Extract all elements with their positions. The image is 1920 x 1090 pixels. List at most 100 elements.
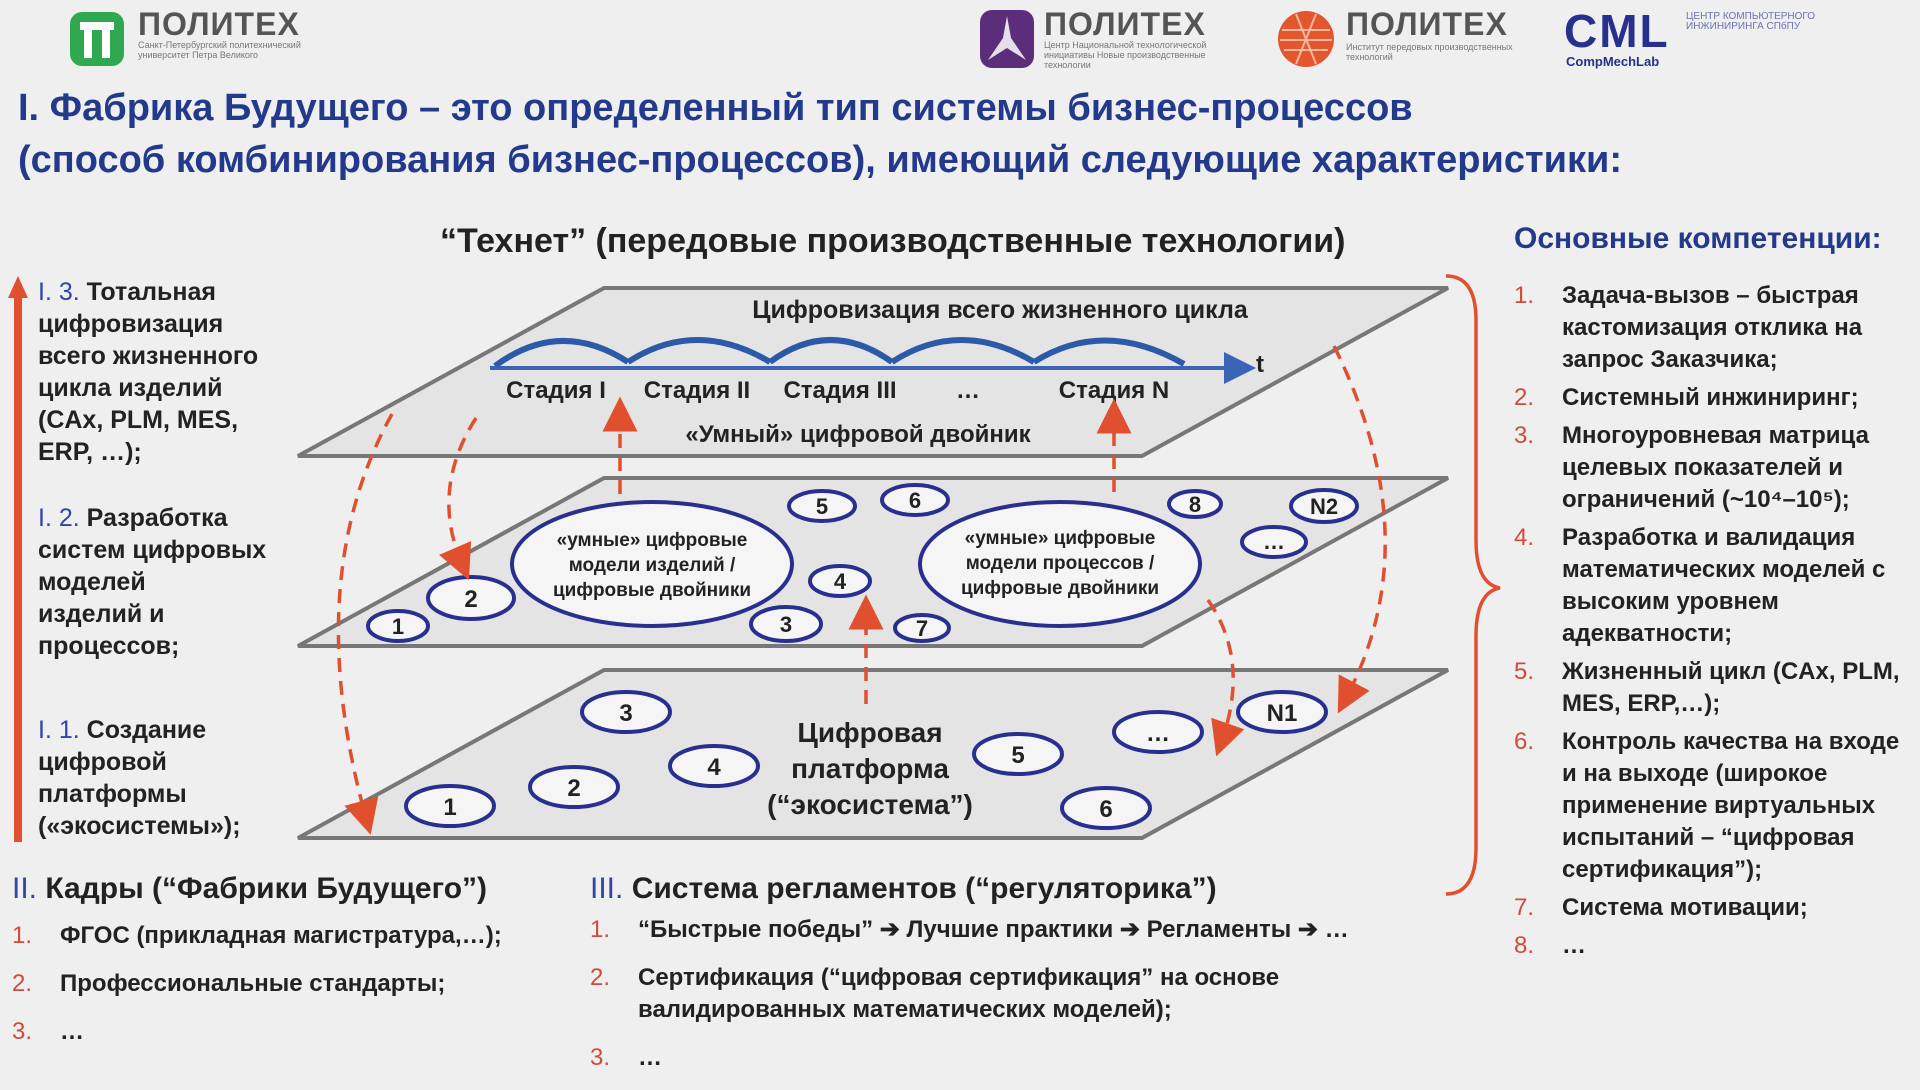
list-item: 3. … [12, 1016, 592, 1048]
level-i2-text: I. 2. Разработка систем цифровых моделей… [38, 502, 266, 662]
item-text: … [638, 1044, 662, 1071]
big-oval-products: «умные» цифровые модели изделий / цифров… [510, 500, 794, 628]
level-line: процессов; [38, 632, 180, 660]
stage-arc [890, 337, 1036, 365]
middle-node: 7 [893, 613, 951, 643]
item-text: Многоуровневая матрица целевых показател… [1562, 422, 1869, 513]
node-label: 5 [816, 494, 828, 519]
lifecycle-arcs [493, 337, 1186, 369]
node-label: 4 [834, 569, 847, 594]
level-line: изделий и [38, 600, 165, 628]
stage-label: Стадия II [644, 377, 750, 404]
logo-subtitle: Центр Национальной технологической иници… [1044, 40, 1207, 70]
big-oval-line: «умные» цифровые [965, 528, 1156, 549]
node-label: 6 [909, 488, 921, 513]
polytech-logo-icon [70, 12, 124, 66]
item-text: … [60, 1018, 84, 1045]
item-text: ФГОС (прикладная магистратура,…); [60, 922, 502, 949]
logo-name: ПОЛИТЕХ [138, 6, 300, 42]
right-brace-icon [1445, 274, 1501, 896]
logo-cml: CML ЦЕНТР КОМПЬЮТЕРНОГО ИНЖИНИРИНГА СПбП… [1564, 4, 1864, 74]
platform-label: Цифровая [797, 717, 942, 748]
list-item: 3.… [590, 1042, 1470, 1074]
level-line: («экосистемы»); [38, 812, 241, 840]
platform-label: платформа [791, 753, 949, 784]
big-oval-line: цифровые двойники [961, 578, 1159, 599]
level-num: I. 3. [38, 278, 80, 306]
competency-item: 1.Задача-вызов – быстрая кастомизация от… [1514, 280, 1914, 376]
dashed-arrows [336, 345, 1387, 835]
node-label: N2 [1310, 494, 1338, 519]
level-line: цифровизация [38, 310, 224, 338]
node-label: … [1263, 529, 1285, 554]
technet-heading: “Технет” (передовые производственные тех… [440, 222, 1346, 260]
item-number: 2. [12, 970, 33, 997]
item-number: 2. [590, 964, 611, 991]
list-item: 2. Сертификация (“цифровая сертификация” … [590, 962, 1390, 1026]
item-number: 2. [1514, 384, 1535, 411]
competency-item: 6.Контроль качества на входе и на выходе… [1514, 726, 1914, 886]
node-label: 2 [464, 586, 477, 613]
arrow-top-to-bottom-right [1332, 345, 1387, 714]
logo-polytech-institute: ПОЛИТЕХ Институт передовых производствен… [1276, 6, 1536, 70]
item-text: “Быстрые победы” ➔ Лучшие практики ➔ Рег… [638, 916, 1349, 943]
section-number: III. [590, 872, 624, 905]
stage-arc [768, 337, 894, 365]
arrow-top-to-bottom-left [336, 413, 394, 835]
logo-polytech-nti: ПОЛИТЕХ Центр Национальной технологическ… [978, 6, 1238, 70]
item-number: 8. [1514, 932, 1535, 959]
level-line: (CAx, PLM, MES, [38, 406, 239, 434]
middle-node: 6 [880, 483, 950, 517]
cml-logo-name: CML [1564, 5, 1670, 57]
smart-twin-label: «Умный» цифровой двойник [685, 421, 1031, 448]
node-label: 7 [916, 616, 928, 641]
item-number: 3. [12, 1018, 33, 1045]
stage-label: … [956, 377, 980, 404]
node-label: … [1146, 720, 1170, 747]
competencies-list: 1.Задача-вызов – быстрая кастомизация от… [1514, 280, 1914, 968]
arrow-top-to-middle-left [438, 417, 478, 581]
institute-logo-icon [1278, 11, 1334, 67]
node-label: 3 [780, 612, 792, 637]
logo-polytech-spbpu: ПОЛИТЕХ Санкт-Петербургский политехничес… [68, 6, 308, 70]
middle-node: … [1240, 525, 1308, 559]
bottom-node: 6 [1060, 786, 1152, 830]
item-text: Сертификация (“цифровая сертификация” на… [638, 964, 1280, 1023]
node-label: 5 [1011, 742, 1024, 769]
bottom-node: … [1112, 710, 1204, 754]
list-item: 1.“Быстрые победы” ➔ Лучшие практики ➔ Р… [590, 914, 1470, 946]
stage-label: Стадия N [1059, 377, 1169, 404]
lifecycle-title: Цифровизация всего жизненного цикла [752, 296, 1249, 324]
section-number: II. [12, 872, 38, 905]
bottom-node: 2 [528, 765, 620, 809]
logo-subtitle: Санкт-Петербургский политехнический унив… [138, 40, 301, 60]
cml-logo-subtitle: ЦЕНТР КОМПЬЮТЕРНОГО ИНЖИНИРИНГА СПбПУ [1686, 11, 1816, 32]
item-text: Задача-вызов – быстрая кастомизация откл… [1562, 282, 1863, 373]
title-line-1: I. Фабрика Будущего – это определенный т… [18, 87, 1413, 129]
arrow-middle-to-bottom-right [1206, 598, 1245, 757]
node-label: 1 [443, 794, 456, 821]
bottom-node: 4 [668, 744, 760, 788]
bottom-node: 5 [972, 732, 1064, 776]
section-title: Кадры (“Фабрики Будущего”) [45, 872, 488, 905]
item-number: 5. [1514, 658, 1535, 685]
list-item: 2. Профессиональные стандарты; [12, 968, 592, 1000]
section-title: Система регламентов (“регуляторика”) [631, 872, 1217, 905]
item-text: Профессиональные стандарты; [60, 970, 446, 997]
competency-item: 3. Многоуровневая матрица целевых показат… [1514, 420, 1914, 516]
middle-node: 2 [426, 575, 516, 621]
big-oval-line: модели изделий / [569, 555, 736, 576]
level-i1-text: I. 1. Создание цифровой платформы («экос… [38, 714, 241, 842]
item-text: … [1562, 932, 1586, 959]
section-2-heading: II. Кадры (“Фабрики Будущего”) [12, 872, 487, 906]
level-line: цифровой [38, 748, 167, 776]
node-label: 1 [392, 614, 404, 639]
level-line: всего жизненного [38, 342, 259, 370]
plane-top [297, 286, 1449, 458]
bottom-node: 3 [580, 690, 672, 734]
middle-node: 4 [808, 564, 872, 598]
level-line: моделей [38, 568, 146, 596]
level-line: систем цифровых [38, 536, 267, 564]
big-oval-line: цифровые двойники [553, 580, 751, 601]
item-number: 3. [1514, 422, 1535, 449]
